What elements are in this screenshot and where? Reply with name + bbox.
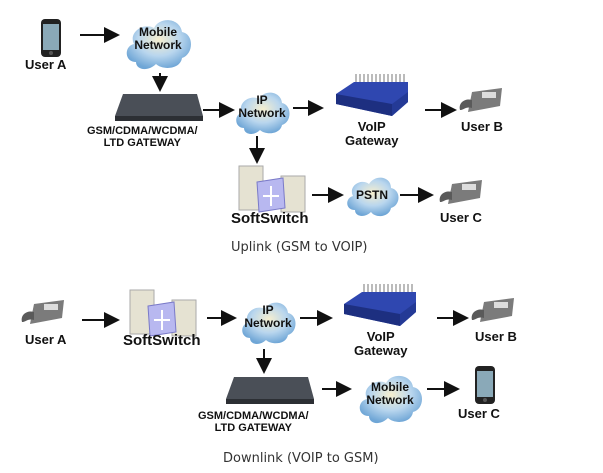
downlink-user-a-label: User A: [25, 332, 67, 347]
pstn-label: PSTN: [355, 188, 388, 202]
downlink-caption: Downlink (VOIP to GSM): [223, 451, 379, 466]
desk-phone-icon: [458, 88, 504, 121]
cloud-icon: [236, 92, 290, 134]
downlink-gsm-gateway-label: GSM/CDMA/WCDMA/LTD GATEWAY: [198, 410, 309, 434]
mobile-phone-icon: [40, 18, 62, 63]
voip-label-line2: Gateway: [354, 343, 408, 359]
gsm-label-line2: LTD GATEWAY: [214, 422, 293, 435]
voip-label-line2: Gateway: [345, 133, 399, 149]
cloud-label-line1: Mobile: [139, 25, 177, 39]
desk-phone-icon: [20, 300, 66, 333]
cloud-label-line2: Network: [366, 392, 414, 407]
pstn-cloud: PSTN: [343, 174, 401, 218]
downlink-user-c-label: User C: [458, 406, 500, 421]
uplink-softswitch-label: SoftSwitch: [231, 210, 309, 227]
cloud-label-line2: Network: [238, 105, 286, 120]
uplink-user-a-label: User A: [25, 57, 67, 72]
downlink-softswitch-label: SoftSwitch: [123, 332, 201, 349]
voip-gateway-device: [340, 282, 420, 333]
gsm-label-line1: GSM/CDMA/WCDMA/: [198, 410, 309, 422]
downlink-user-b-label: User B: [475, 329, 517, 344]
cloud-label-line1: Mobile: [371, 380, 409, 394]
desk-phone-icon: [470, 298, 516, 331]
uplink-caption: Uplink (GSM to VOIP): [231, 240, 368, 255]
cloud-label-line2: Network: [134, 37, 182, 52]
uplink-user-c-label: User C: [440, 210, 482, 225]
gsm-gateway-device: [226, 375, 314, 410]
desk-phone-icon: [438, 180, 484, 213]
voip-label-line1: VoIP: [357, 119, 386, 134]
gsm-label-line2: LTD GATEWAY: [103, 137, 182, 150]
voip-label-line1: VoIP: [366, 329, 395, 344]
cloud-icon: [126, 20, 191, 70]
cloud-label-line1: IP: [256, 93, 268, 107]
cloud-icon: [242, 302, 296, 344]
softswitch-icon: [128, 288, 200, 343]
mobile-phone-icon: [474, 365, 496, 410]
voip-gateway-device: [332, 72, 412, 123]
softswitch-icon: [237, 164, 309, 219]
cloud-icon: [347, 177, 399, 217]
cloud-label-line1: IP: [262, 303, 274, 317]
cloud-icon: [359, 375, 422, 424]
cloud-label-line2: Network: [244, 315, 292, 330]
uplink-gsm-gateway-label: GSM/CDMA/WCDMA/LTD GATEWAY: [87, 125, 198, 149]
uplink-user-b-label: User B: [461, 119, 503, 134]
gsm-label-line1: GSM/CDMA/WCDMA/: [87, 125, 198, 137]
gsm-gateway-device: [115, 92, 203, 127]
